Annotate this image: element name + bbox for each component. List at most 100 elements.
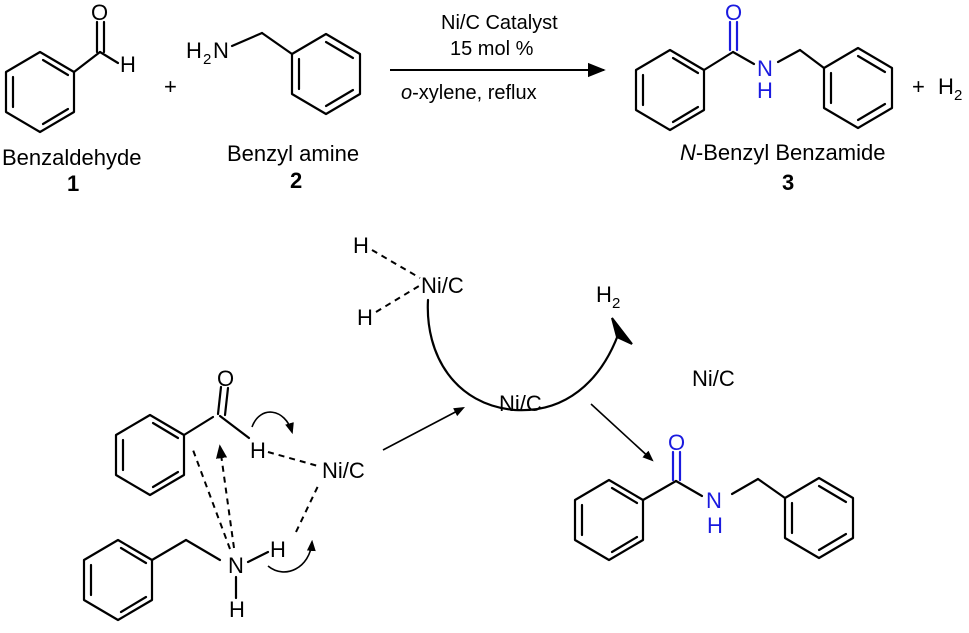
nucleophilic-attack-dashed-arrow xyxy=(215,444,235,549)
plus-sign: + xyxy=(164,74,177,99)
amide-hydrogen-atom: H xyxy=(757,78,773,103)
ring-ch2-bond xyxy=(150,538,188,562)
ring-double-bond xyxy=(324,40,355,60)
product-name: N-Benzyl Benzamide xyxy=(680,140,885,165)
ch2-n-bond xyxy=(184,538,222,562)
ring-double-bond xyxy=(610,486,639,505)
n-ch2-bond xyxy=(730,477,760,496)
ring-double-bond xyxy=(119,546,148,565)
hydride-h-bottom: H xyxy=(357,305,373,330)
benzyl-amine-structure: H 2 N xyxy=(186,31,362,116)
ring-double-bond xyxy=(817,484,848,504)
benzene-ring xyxy=(4,50,76,134)
amine-carbon-dashed-line xyxy=(192,449,231,550)
amine-h-dashed-bond xyxy=(295,485,319,533)
benzene-ring xyxy=(822,46,894,130)
product-name-italic: N xyxy=(680,140,696,165)
catalytic-cycle-arc xyxy=(426,298,620,412)
amide-nitrogen-atom: N xyxy=(757,56,773,81)
benzene-ring xyxy=(573,478,645,562)
intermediate-benzyl-amine: N H H xyxy=(82,537,316,622)
aryl-carbonyl-bond xyxy=(702,50,735,72)
carbonyl-double-bond xyxy=(216,385,223,416)
condition-loading: 15 mol % xyxy=(450,38,534,60)
solvent-italic-prefix: o xyxy=(401,82,412,104)
intermediate-aldehyde-h: H xyxy=(250,438,266,463)
carbonyl-n-bond xyxy=(674,479,704,498)
condition-solvent: o-xylene, reflux xyxy=(401,82,537,104)
benzamide-structure: O N H xyxy=(634,0,894,132)
ch2-ring-bond xyxy=(260,31,294,56)
regenerated-catalyst-label: Ni/C xyxy=(692,366,735,391)
ring-double-bond xyxy=(671,56,700,75)
curved-arrow-aldehyde xyxy=(251,411,294,435)
aryl-carbonyl-bond xyxy=(641,479,678,502)
ring-double-bond xyxy=(151,421,180,440)
product-number: 3 xyxy=(782,170,794,195)
h2-byproduct-h: H xyxy=(938,74,954,99)
plus-sign: + xyxy=(912,74,925,99)
cycle-catalyst-label: Ni/C xyxy=(499,391,542,416)
product-nitrogen-atom: N xyxy=(706,488,722,513)
ring-double-bond xyxy=(856,102,887,122)
benzaldehyde-structure: O H xyxy=(4,0,136,134)
oxygen-atom: O xyxy=(91,0,108,25)
cycle-to-product-arrow xyxy=(590,403,654,462)
ring-double-bond xyxy=(610,535,639,554)
h2-release-arrowhead xyxy=(611,317,633,345)
ring-double-bond xyxy=(671,105,700,124)
amine-h-subscript: 2 xyxy=(203,51,211,68)
hydrogen-atom: H xyxy=(120,52,136,77)
ch2-ring-bond xyxy=(756,477,787,500)
ring-double-bond xyxy=(324,88,355,108)
hydride-h-top: H xyxy=(353,233,369,258)
benzene-ring xyxy=(114,413,186,497)
amide-oxygen-atom: O xyxy=(725,0,742,25)
reactant1-name: Benzaldehyde xyxy=(2,145,141,170)
h2-byproduct-subscript: 2 xyxy=(954,87,962,104)
benzene-ring xyxy=(82,538,154,622)
reactant2-name: Benzyl amine xyxy=(227,141,359,166)
intermediate-amine-h: H xyxy=(270,537,286,562)
h2-release-h: H xyxy=(596,282,612,307)
aryl-carbonyl-bond xyxy=(182,415,215,437)
product-hydrogen-atom: H xyxy=(707,513,723,538)
intermediate-benzaldehyde: O H xyxy=(114,366,294,497)
reactant2-number: 2 xyxy=(290,168,302,193)
ch2-ring-bond xyxy=(798,48,826,70)
aldehyde-bond xyxy=(72,50,102,74)
condition-catalyst: Ni/C Catalyst xyxy=(441,12,558,34)
n-ch2-bond xyxy=(230,31,264,48)
product-oxygen-atom: O xyxy=(668,430,685,455)
mechanism-product-benzamide: O N H xyxy=(573,430,855,562)
carbonyl-n-bond xyxy=(731,50,756,66)
intermediate-nickel-label: Ni/C xyxy=(322,458,365,483)
intermediate-oxygen: O xyxy=(217,366,234,391)
n-h-bond xyxy=(246,550,270,564)
ring-double-bond xyxy=(817,532,848,552)
curved-arrow-amine xyxy=(267,539,316,573)
benzene-ring xyxy=(783,476,855,560)
nickel-carbon-label: Ni/C xyxy=(421,273,464,298)
aldehyde-h-dashed-bond xyxy=(267,451,319,467)
ring-double-bond xyxy=(41,107,70,126)
intermediate-amine-h-bottom: H xyxy=(229,597,245,622)
hydride-dashed-bond xyxy=(375,285,420,313)
aldehyde-h-bond xyxy=(98,50,120,65)
intermediate-nitrogen: N xyxy=(228,553,244,578)
aldehyde-h-bond xyxy=(218,414,251,440)
benzene-ring xyxy=(290,32,362,116)
amine-n-atom: N xyxy=(213,38,229,63)
n-ch2-bond xyxy=(776,48,802,64)
ring-double-bond xyxy=(119,595,148,614)
nickel-dihydride-complex: H H Ni/C xyxy=(353,233,464,330)
amine-h-atom: H xyxy=(186,38,202,63)
reactant1-number: 1 xyxy=(67,171,79,196)
intermediate-to-cycle-arrow xyxy=(382,406,465,451)
ring-double-bond xyxy=(856,54,887,74)
product-name-rest: -Benzyl Benzamide xyxy=(696,140,886,165)
solvent-rest: -xylene, reflux xyxy=(412,82,537,104)
ring-double-bond xyxy=(151,470,180,489)
